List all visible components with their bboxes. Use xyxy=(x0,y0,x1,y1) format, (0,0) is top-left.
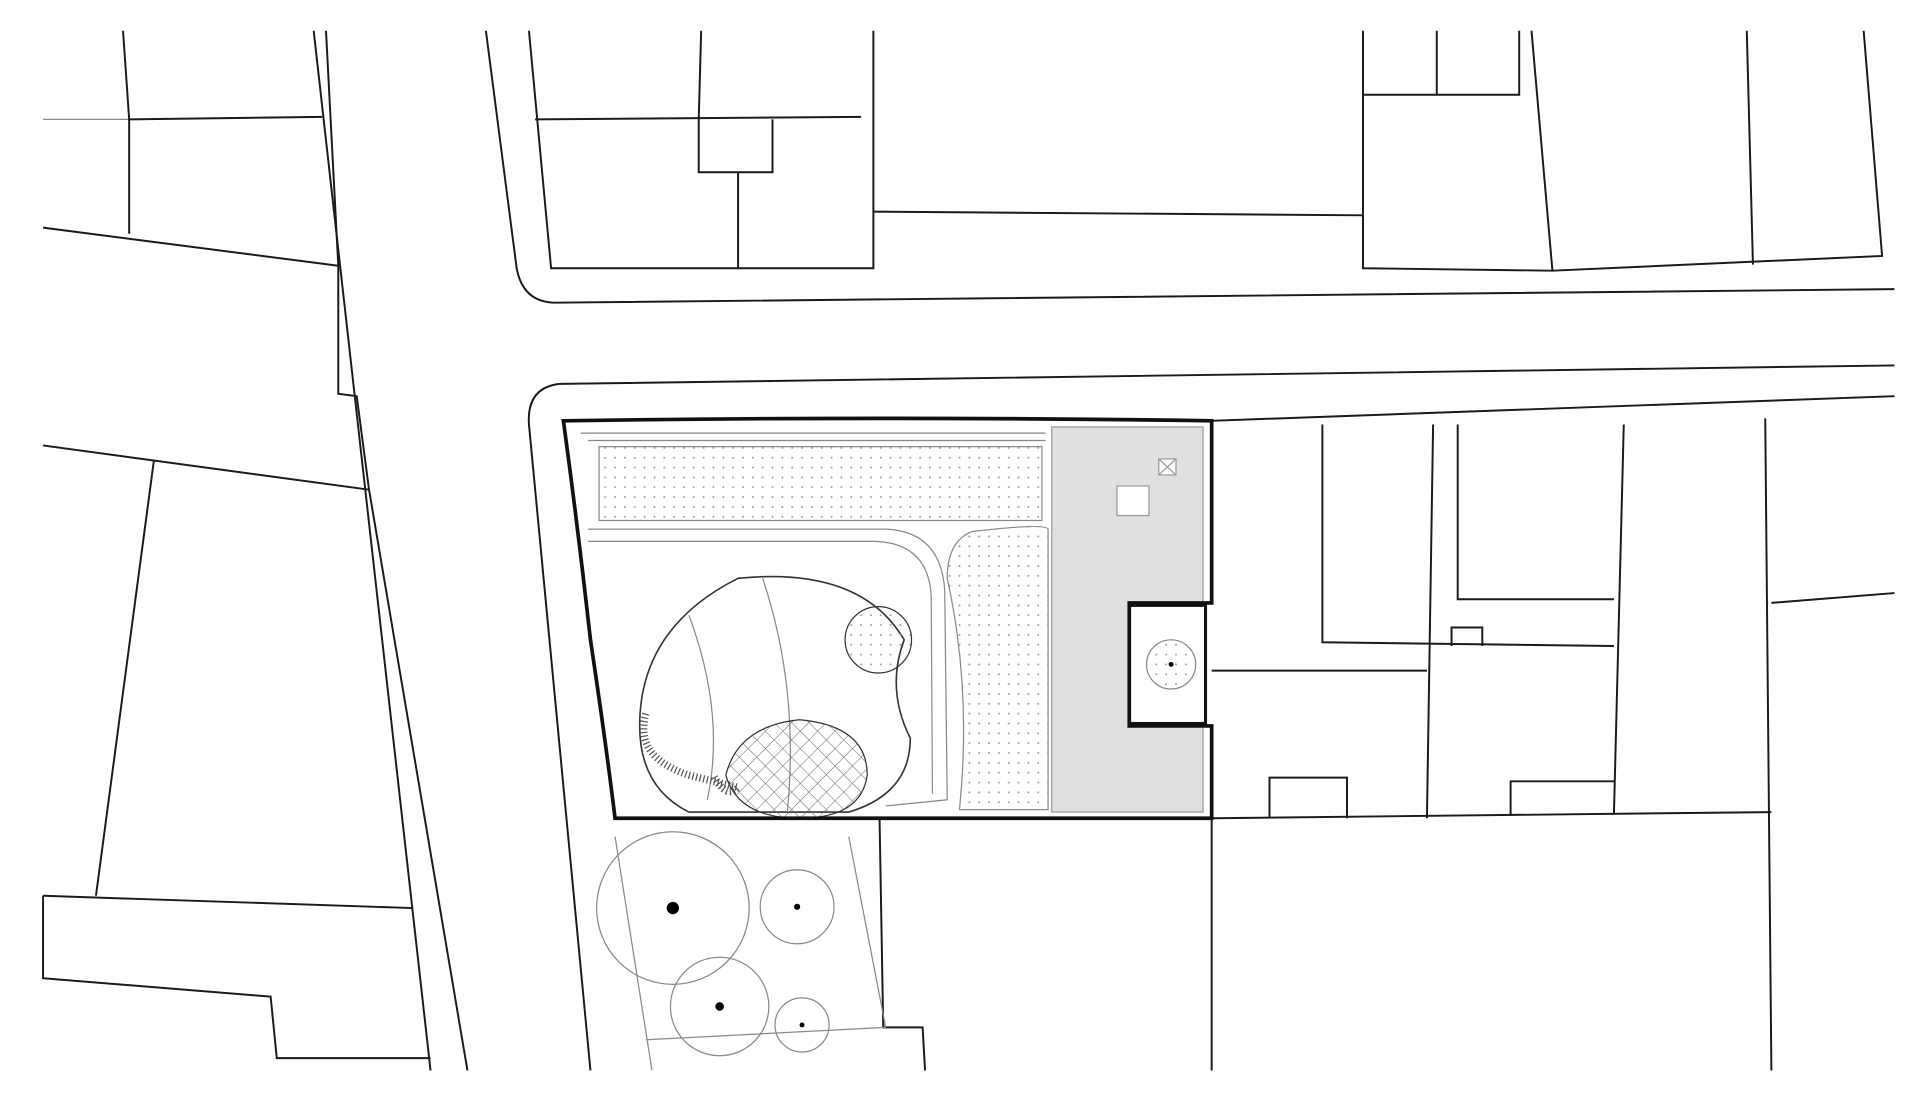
tree xyxy=(774,997,830,1053)
round-planter xyxy=(844,605,913,674)
spiral-ramp xyxy=(639,712,746,796)
tree xyxy=(595,831,750,985)
tree xyxy=(669,956,770,1057)
tree xyxy=(759,869,835,945)
planting-bed-top xyxy=(598,446,1043,522)
right-buildings xyxy=(878,418,1895,1071)
trees xyxy=(595,831,887,1071)
left-street xyxy=(312,30,469,1071)
plot-boundary xyxy=(561,416,1214,821)
garden-plot xyxy=(561,416,1214,821)
top-buildings xyxy=(527,30,1884,272)
top-road xyxy=(484,30,1895,1071)
skylight xyxy=(1116,485,1150,517)
left-buildings xyxy=(42,30,431,1060)
crosshatched-mound xyxy=(725,719,868,819)
planting-bed-side xyxy=(946,525,1049,811)
